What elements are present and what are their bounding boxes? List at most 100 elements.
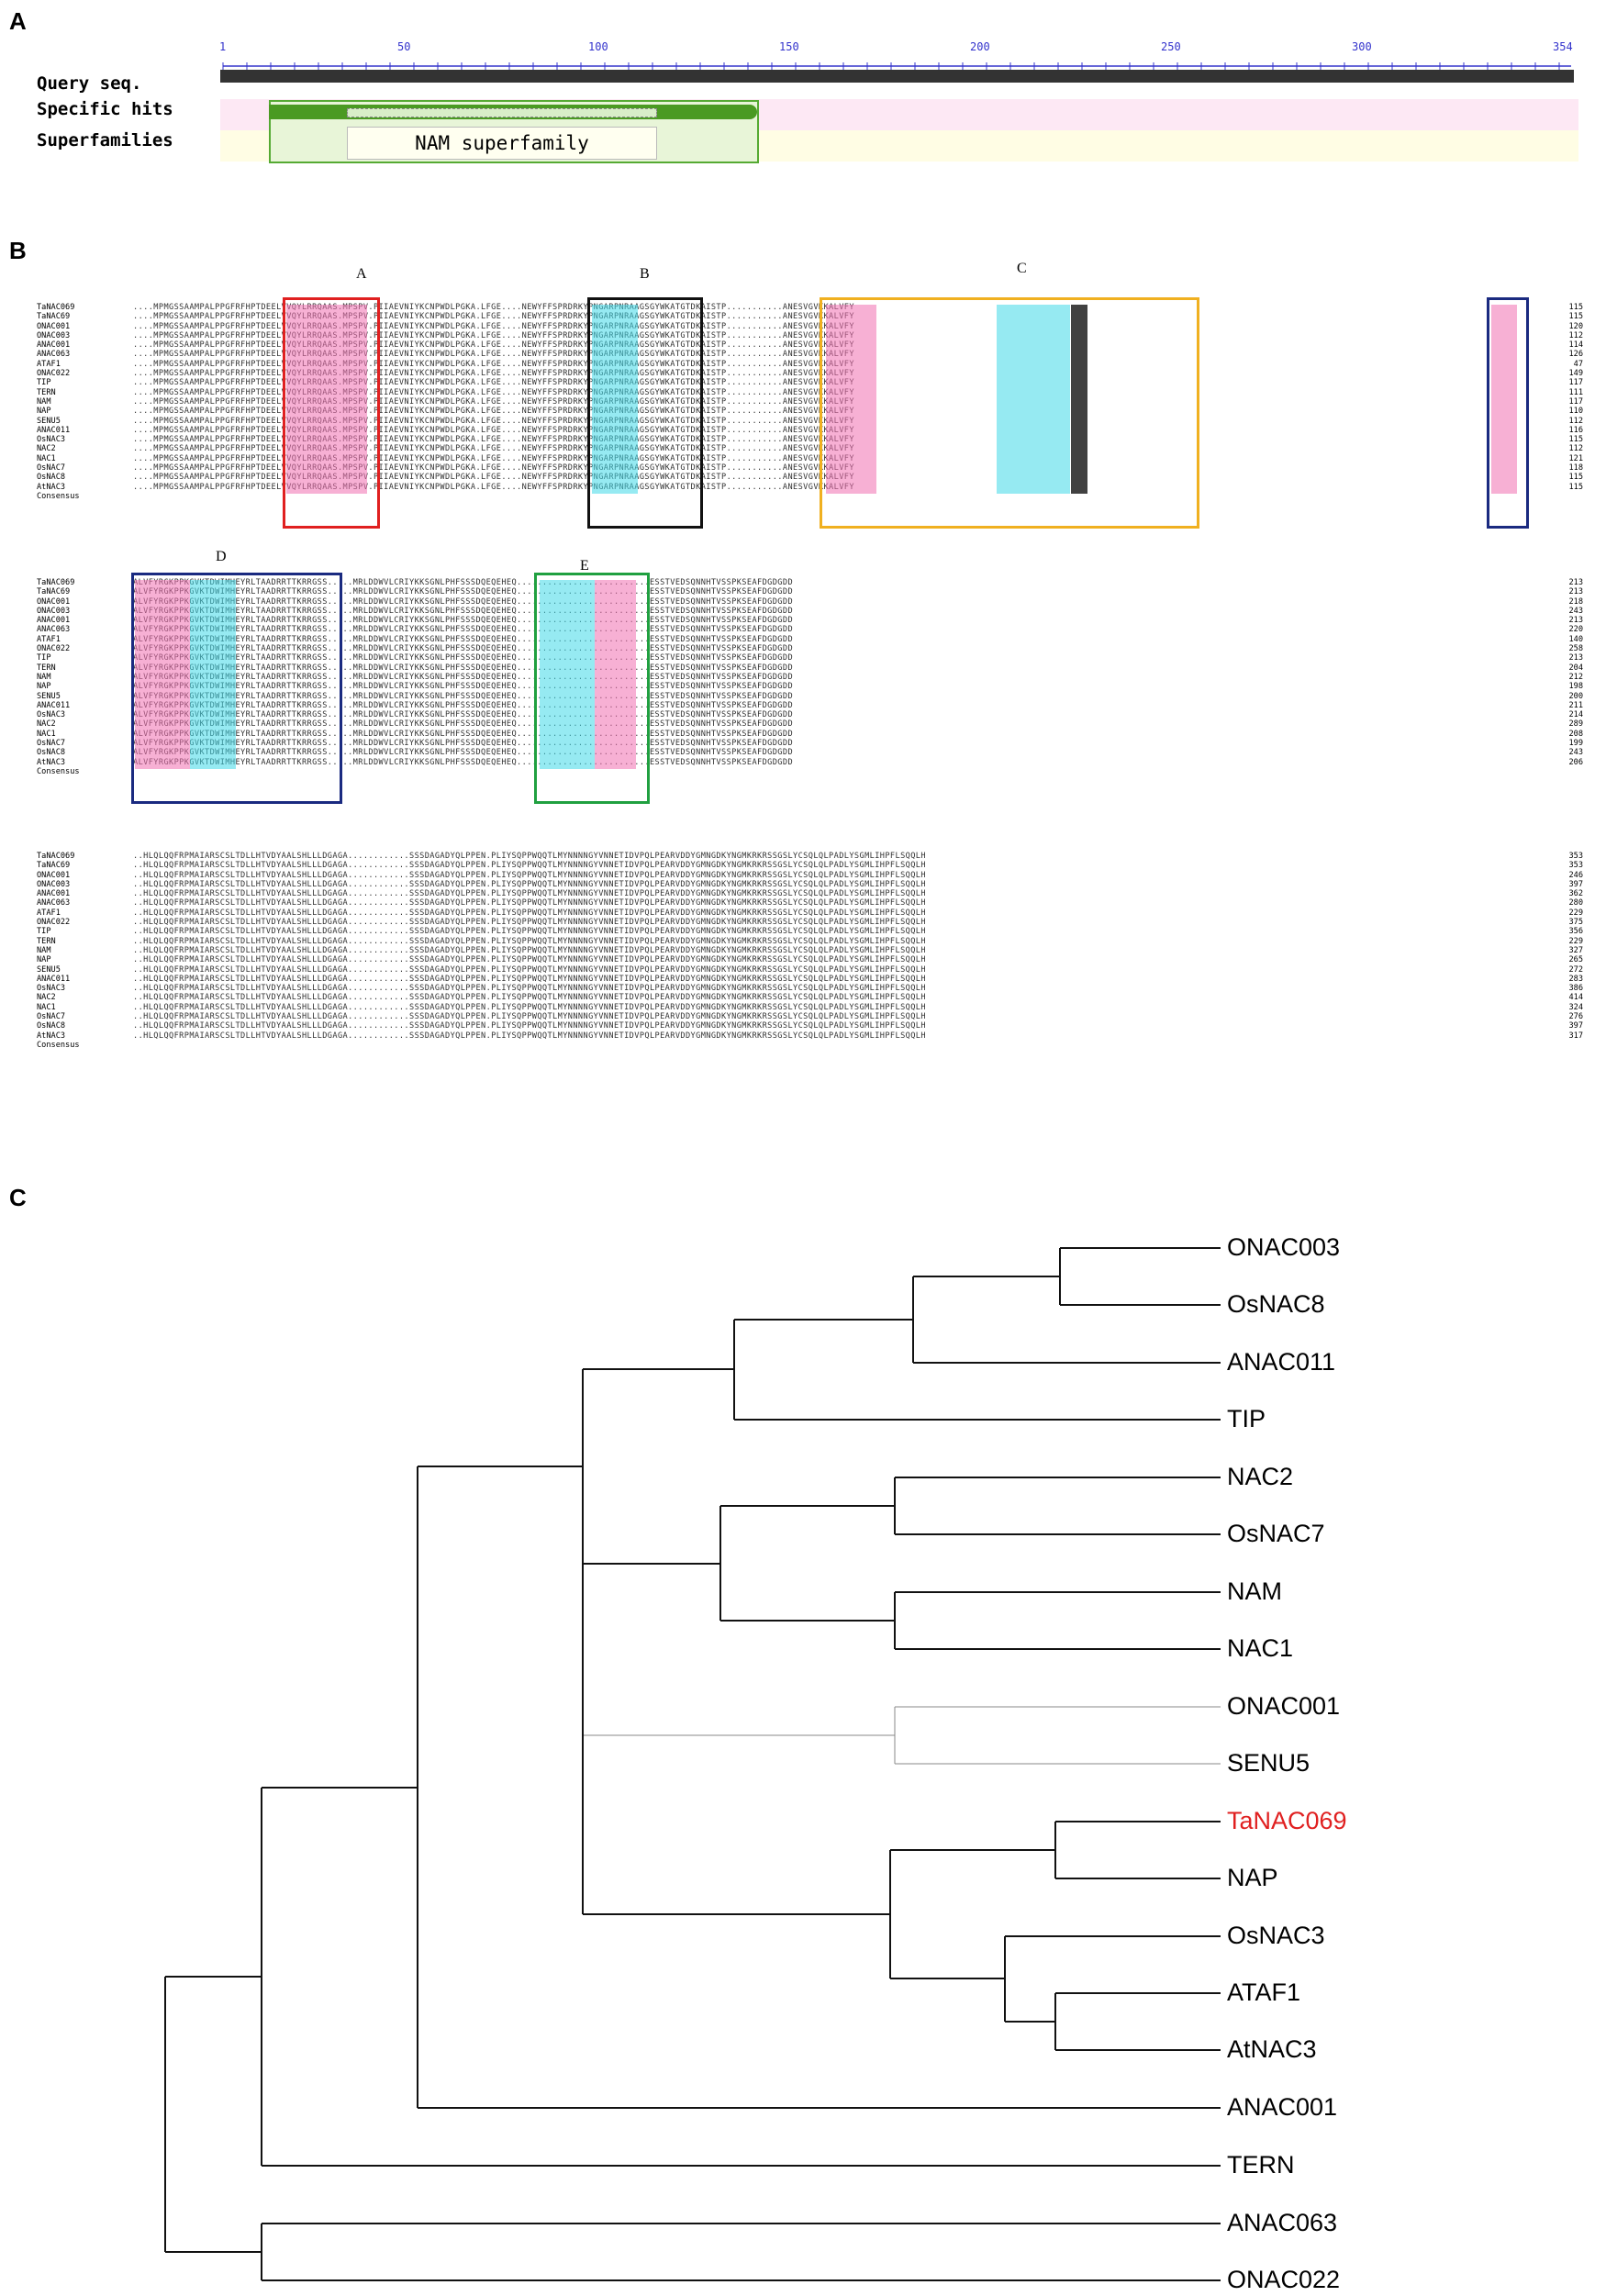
sequence-name: AtNAC3 bbox=[37, 482, 66, 492]
shade-d1-pink bbox=[1491, 305, 1517, 494]
shade-a-pink bbox=[286, 305, 367, 494]
alignment-row: ANAC011 ..HLQLQQFRPMAIARSCSLTDLLHTVDYAALS… bbox=[37, 975, 1588, 984]
sequence-residues: ....MPMGSSAAMPALPPGFRFHPTDEELVVQYLRRQAAS… bbox=[133, 303, 854, 312]
sequence-residues: ....MPMGSSAAMPALPPGFRFHPTDEELVVQYLRRQAAS… bbox=[133, 463, 854, 474]
sequence-end-position: 126 bbox=[1568, 350, 1583, 360]
sequence-name: Consensus bbox=[37, 491, 80, 501]
ruler-tick-100: 100 bbox=[588, 40, 608, 53]
sequence-end-position: 213 bbox=[1568, 616, 1583, 626]
sequence-residues: ..HLQLQQFRPMAIARSCSLTDLLHTVDYAALSHLLLDGA… bbox=[133, 870, 926, 880]
sequence-end-position: 375 bbox=[1568, 918, 1583, 928]
sequence-name: TaNAC069 bbox=[37, 303, 75, 312]
sequence-residues: ..HLQLQQFRPMAIARSCSLTDLLHTVDYAALSHLLLDGA… bbox=[133, 1002, 926, 1012]
sequence-end-position: 208 bbox=[1568, 729, 1583, 739]
sequence-residues: ALVFYRGKPPKGVKTDWIMHEYRLTAADRRTTKRRGSS..… bbox=[133, 691, 794, 701]
motif-e-box bbox=[534, 573, 650, 804]
alignment-row: ANAC063....MPMGSSAAMPALPPGFRFHPTDEELVVQY… bbox=[37, 350, 1588, 359]
sequence-residues: ALVFYRGKPPKGVKTDWIMHEYRLTAADRRTTKRRGSS..… bbox=[133, 700, 794, 710]
alignment-row: ANAC001..HLQLQQFRPMAIARSCSLTDLLHTVDYAALS… bbox=[37, 889, 1588, 898]
alignment-row: NAP....MPMGSSAAMPALPPGFRFHPTDEELVVQYLRRQ… bbox=[37, 407, 1588, 416]
tree-leaf-label: NAM bbox=[1227, 1577, 1282, 1605]
sequence-name: TaNAC069 bbox=[37, 852, 75, 861]
alignment-row: TERN..HLQLQQFRPMAIARSCSLTDLLHTVDYAALSHLL… bbox=[37, 937, 1588, 946]
sequence-residues: ..HLQLQQFRPMAIARSCSLTDLLHTVDYAALSHLLLDGA… bbox=[133, 974, 926, 984]
tree-leaf-label: TERN bbox=[1227, 2151, 1295, 2179]
sequence-end-position: 353 bbox=[1568, 861, 1583, 871]
alignment-row: ANAC063..HLQLQQFRPMAIARSCSLTDLLHTVDYAALS… bbox=[37, 898, 1588, 908]
sequence-name: NAC1 bbox=[37, 453, 56, 463]
alignment-row: Consensus bbox=[37, 1041, 1588, 1050]
alignment-row: NAC1....MPMGSSAAMPALPPGFRFHPTDEELVVQYLRR… bbox=[37, 454, 1588, 463]
alignment-row: ANAC011....MPMGSSAAMPALPPGFRFHPTDEELVVQY… bbox=[37, 426, 1588, 435]
tree-leaf-label: ONAC022 bbox=[1227, 2266, 1341, 2293]
alignment-block-1: TaNAC069 ....MPMGSSAAMPALPPGFRFHPTDEELVVQ… bbox=[37, 303, 1588, 501]
alignment-row: TaNAC69....MPMGSSAAMPALPPGFRFHPTDEELVVQY… bbox=[37, 312, 1588, 321]
sequence-residues: ALVFYRGKPPKGVKTDWIMHEYRLTAADRRTTKRRGSS..… bbox=[133, 748, 794, 758]
shade-d-pink bbox=[135, 580, 190, 769]
sequence-name: ONAC001 bbox=[37, 596, 71, 607]
alignment-row: AtNAC3..HLQLQQFRPMAIARSCSLTDLLHTVDYAALSH… bbox=[37, 1031, 1588, 1041]
tree-leaf-label: OsNAC3 bbox=[1227, 1922, 1325, 1949]
sequence-name: SENU5 bbox=[37, 964, 61, 975]
sequence-name: NAC2 bbox=[37, 444, 56, 454]
sequence-name: NAP bbox=[37, 407, 51, 417]
sequence-name: OsNAC7 bbox=[37, 1012, 66, 1022]
alignment-row: TaNAC069..HLQLQQFRPMAIARSCSLTDLLHTVDYAAL… bbox=[37, 852, 1588, 861]
alignment-row: NAC2..HLQLQQFRPMAIARSCSLTDLLHTVDYAALSHLL… bbox=[37, 993, 1588, 1002]
sequence-end-position: 115 bbox=[1568, 312, 1583, 322]
sequence-end-position: 397 bbox=[1568, 879, 1583, 889]
motif-d-label: D bbox=[216, 549, 227, 564]
sequence-end-position: 272 bbox=[1568, 964, 1583, 975]
sequence-end-position: 213 bbox=[1568, 587, 1583, 597]
sequence-name: TaNAC69 bbox=[37, 312, 71, 322]
sequence-name: OsNAC3 bbox=[37, 984, 66, 994]
alignment-row: SENU5 ..HLQLQQFRPMAIARSCSLTDLLHTVDYAALSHL… bbox=[37, 965, 1588, 975]
sequence-end-position: 115 bbox=[1568, 303, 1583, 312]
motif-b-box bbox=[587, 297, 703, 529]
tree-leaf-label: ONAC003 bbox=[1227, 1233, 1341, 1261]
motif-a-label: A bbox=[356, 266, 367, 282]
ruler-tick-1: 1 bbox=[219, 40, 227, 53]
sequence-name: TERN bbox=[37, 936, 56, 946]
ruler-tick-354: 354 bbox=[1553, 40, 1573, 53]
sequence-end-position: 204 bbox=[1568, 663, 1583, 673]
sequence-residues: ALVFYRGKPPKGVKTDWIMHEYRLTAADRRTTKRRGSS..… bbox=[133, 757, 794, 767]
sequence-end-position: 362 bbox=[1568, 889, 1583, 899]
sequence-end-position: 220 bbox=[1568, 625, 1583, 635]
sequence-end-position: 218 bbox=[1568, 596, 1583, 607]
sequence-name: ANAC011 bbox=[37, 974, 71, 984]
sequence-residues: ALVFYRGKPPKGVKTDWIMHEYRLTAADRRTTKRRGSS..… bbox=[133, 606, 794, 616]
sequence-residues: ALVFYRGKPPKGVKTDWIMHEYRLTAADRRTTKRRGSS..… bbox=[133, 710, 794, 720]
tree-leaf-label: OsNAC8 bbox=[1227, 1290, 1325, 1318]
sequence-end-position: 115 bbox=[1568, 482, 1583, 492]
alignment-row: TIP..HLQLQQFRPMAIARSCSLTDLLHTVDYAALSHLLL… bbox=[37, 927, 1588, 936]
sequence-end-position: 243 bbox=[1568, 748, 1583, 758]
tree-leaf-label: ONAC001 bbox=[1227, 1692, 1341, 1720]
sequence-name: OsNAC8 bbox=[37, 1021, 66, 1031]
sequence-name: NAC1 bbox=[37, 729, 56, 739]
sequence-residues: ..HLQLQQFRPMAIARSCSLTDLLHTVDYAALSHLLLDGA… bbox=[133, 993, 926, 1003]
sequence-residues: ALVFYRGKPPKGVKTDWIMHEYRLTAADRRTTKRRGSS..… bbox=[133, 578, 794, 587]
sequence-residues: ....MPMGSSAAMPALPPGFRFHPTDEELVVQYLRRQAAS… bbox=[133, 387, 854, 397]
sequence-end-position: 112 bbox=[1568, 444, 1583, 454]
alignment-block-3: TaNAC069 ..HLQLQQFRPMAIARSCSLTDLLHTVDYAAL… bbox=[37, 852, 1588, 1050]
motif-c-label: C bbox=[1017, 261, 1027, 276]
sequence-name: ANAC001 bbox=[37, 616, 71, 626]
sequence-residues: ALVFYRGKPPKGVKTDWIMHEYRLTAADRRTTKRRGSS..… bbox=[133, 644, 794, 654]
sequence-name: ANAC011 bbox=[37, 700, 71, 710]
sequence-name: OsNAC8 bbox=[37, 473, 66, 483]
alignment-row: TaNAC69..HLQLQQFRPMAIARSCSLTDLLHTVDYAALS… bbox=[37, 861, 1588, 870]
alignment-row: ONAC022..HLQLQQFRPMAIARSCSLTDLLHTVDYAALS… bbox=[37, 918, 1588, 927]
sequence-end-position: 327 bbox=[1568, 945, 1583, 955]
sequence-end-position: 47 bbox=[1573, 359, 1583, 369]
sequence-residues: ..HLQLQQFRPMAIARSCSLTDLLHTVDYAALSHLLLDGA… bbox=[133, 1021, 926, 1031]
sequence-end-position: 110 bbox=[1568, 407, 1583, 417]
sequence-residues: ..HLQLQQFRPMAIARSCSLTDLLHTVDYAALSHLLLDGA… bbox=[133, 964, 926, 975]
alignment-row: ATAF1....MPMGSSAAMPALPPGFRFHPTDEELVVQYLR… bbox=[37, 360, 1588, 369]
sequence-end-position: 198 bbox=[1568, 682, 1583, 692]
